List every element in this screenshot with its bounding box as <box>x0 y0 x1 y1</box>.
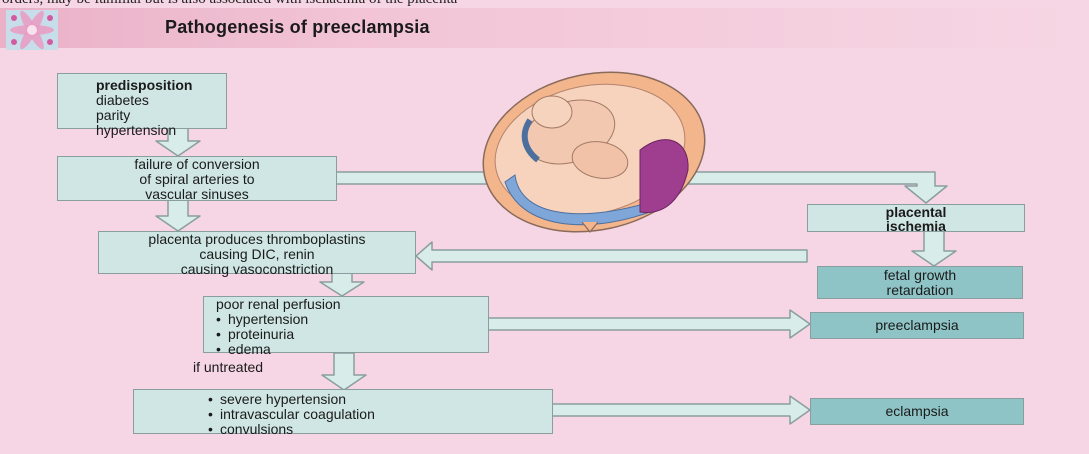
severe-item: severe hypertension <box>208 392 552 407</box>
thromboplastins-line: causing vasoconstriction <box>99 262 415 277</box>
thromboplastins-line: causing DIC, renin <box>99 247 415 262</box>
renal-title: poor renal perfusion <box>216 297 488 312</box>
thromboplastins-box: placenta produces thromboplastins causin… <box>98 231 416 274</box>
failure-line: failure of conversion <box>58 157 336 172</box>
renal-item: proteinuria <box>216 327 488 342</box>
failure-line: of spiral arteries to <box>58 172 336 187</box>
ischemia-line: placental <box>808 205 1024 219</box>
predisposition-box: predisposition diabetes parity hypertens… <box>57 73 227 129</box>
failure-of-conversion-box: failure of conversion of spiral arteries… <box>57 156 337 201</box>
eclampsia-box: eclampsia <box>810 398 1024 425</box>
failure-line: vascular sinuses <box>58 187 336 202</box>
ischemia-line: ischemia <box>808 219 1024 233</box>
uterus-fetus-illustration <box>468 52 720 251</box>
renal-list: hypertension proteinuria edema <box>216 312 488 357</box>
arrow-renal-to-severe <box>322 353 366 390</box>
severe-consequences-box: severe hypertension intravascular coagul… <box>133 389 553 434</box>
eclampsia-label: eclampsia <box>885 403 948 419</box>
arrow-failure-to-thromboplastins <box>156 200 200 231</box>
thromboplastins-line: placenta produces thromboplastins <box>99 232 415 247</box>
severe-item: intravascular coagulation <box>208 407 552 422</box>
arrow-severe-to-eclampsia <box>552 396 810 424</box>
preeclampsia-box: preeclampsia <box>810 312 1024 339</box>
arrow-ischemia-to-thromboplastins <box>416 242 807 270</box>
severe-list: severe hypertension intravascular coagul… <box>208 392 552 437</box>
fetal-growth-box: fetal growth retardation <box>817 266 1023 299</box>
placental-ischemia-box: placental ischemia <box>807 204 1025 232</box>
renal-perfusion-box: poor renal perfusion hypertension protei… <box>203 296 489 353</box>
fetal-growth-line: retardation <box>818 283 1022 298</box>
severe-item: convulsions <box>208 422 552 437</box>
fetal-growth-line: fetal growth <box>818 268 1022 283</box>
arrow-renal-to-preeclampsia <box>488 310 810 338</box>
renal-item: edema <box>216 342 488 357</box>
predisposition-item: parity <box>96 108 226 123</box>
predisposition-title: predisposition <box>96 78 226 93</box>
preeclampsia-label: preeclampsia <box>875 317 958 333</box>
predisposition-item: hypertension <box>96 123 226 138</box>
renal-item: hypertension <box>216 312 488 327</box>
if-untreated-label: if untreated <box>193 359 263 375</box>
predisposition-item: diabetes <box>96 93 226 108</box>
arrow-ischemia-to-fetal-growth <box>912 231 956 266</box>
